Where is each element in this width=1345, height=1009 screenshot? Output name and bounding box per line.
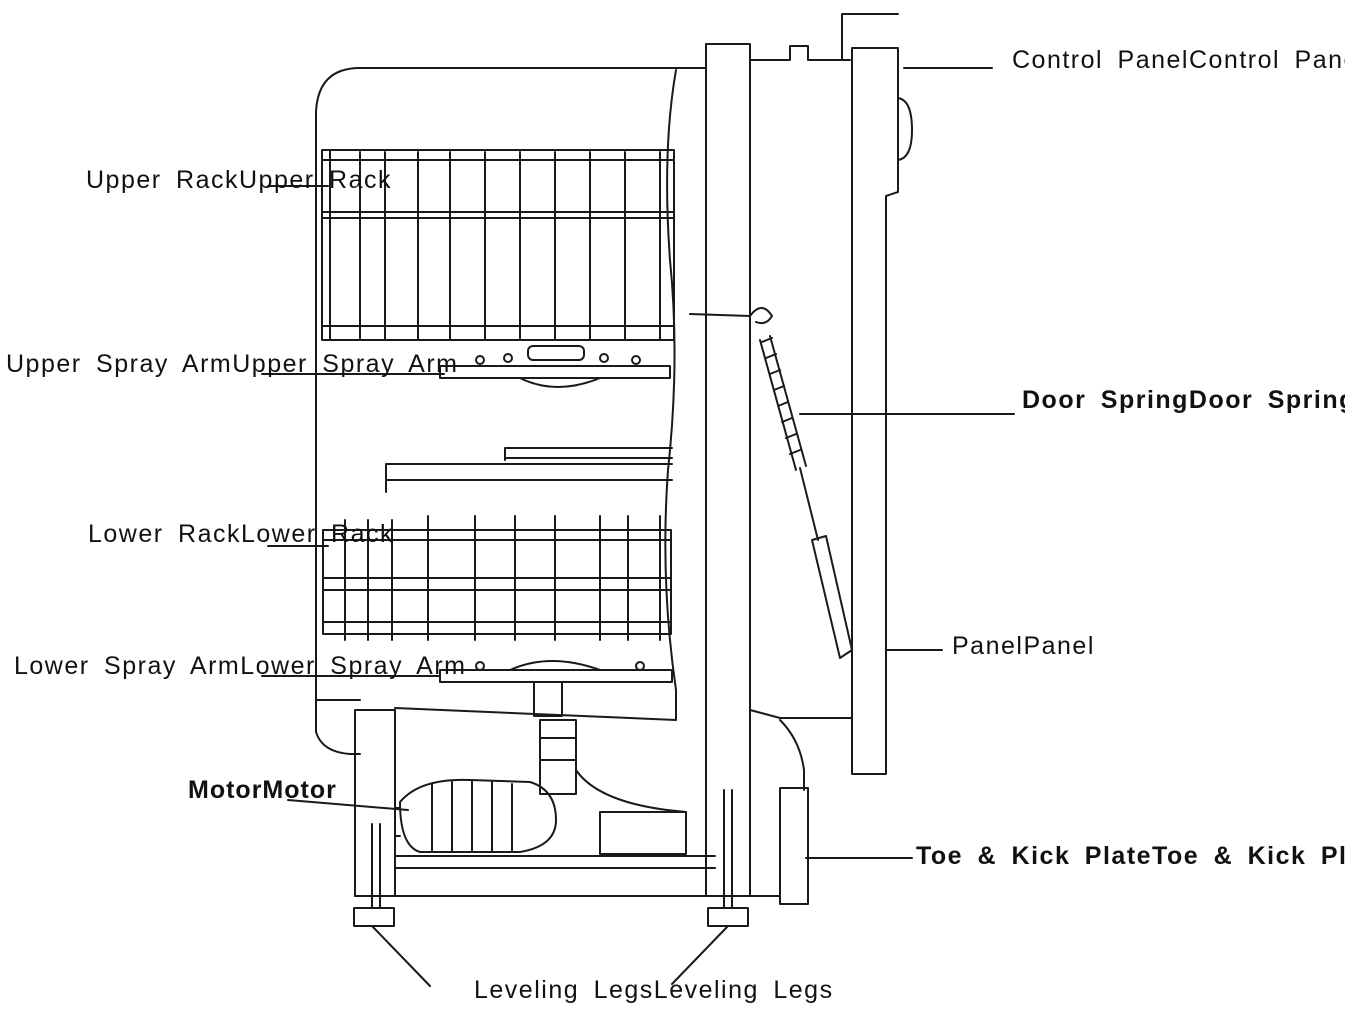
upper-spray-arm xyxy=(439,345,671,388)
door-panel xyxy=(851,47,913,775)
door-spring xyxy=(689,307,853,659)
motor-label: MotorMotor xyxy=(188,776,337,804)
control-panel-label: Control PanelControl Panel xyxy=(1012,46,1345,74)
toe-kick-plate-label: Toe & Kick PlateToe & Kick Plate xyxy=(916,842,1345,870)
lower-rack xyxy=(322,447,673,641)
door-spring-label: Door SpringDoor Spring xyxy=(1022,386,1345,414)
base-assembly xyxy=(354,709,716,897)
upper-spray-arm-label: Upper Spray ArmUpper Spray Arm xyxy=(6,350,459,378)
lower-spray-arm xyxy=(439,660,673,717)
upper-rack-label: Upper RackUpper Rack xyxy=(86,166,392,194)
leader-lines xyxy=(261,67,1015,987)
panel-label: PanelPanel xyxy=(952,632,1095,660)
upper-rack xyxy=(321,149,675,341)
lower-rack-label: Lower RackLower Rack xyxy=(88,520,394,548)
door-frame xyxy=(705,13,899,897)
lower-spray-arm-label: Lower Spray ArmLower Spray Arm xyxy=(14,652,467,680)
leveling-legs xyxy=(353,789,749,927)
leveling-legs-label: Leveling LegsLeveling Legs xyxy=(474,976,834,1004)
toe-kick-plate xyxy=(354,787,809,905)
tub-outline xyxy=(315,67,706,755)
